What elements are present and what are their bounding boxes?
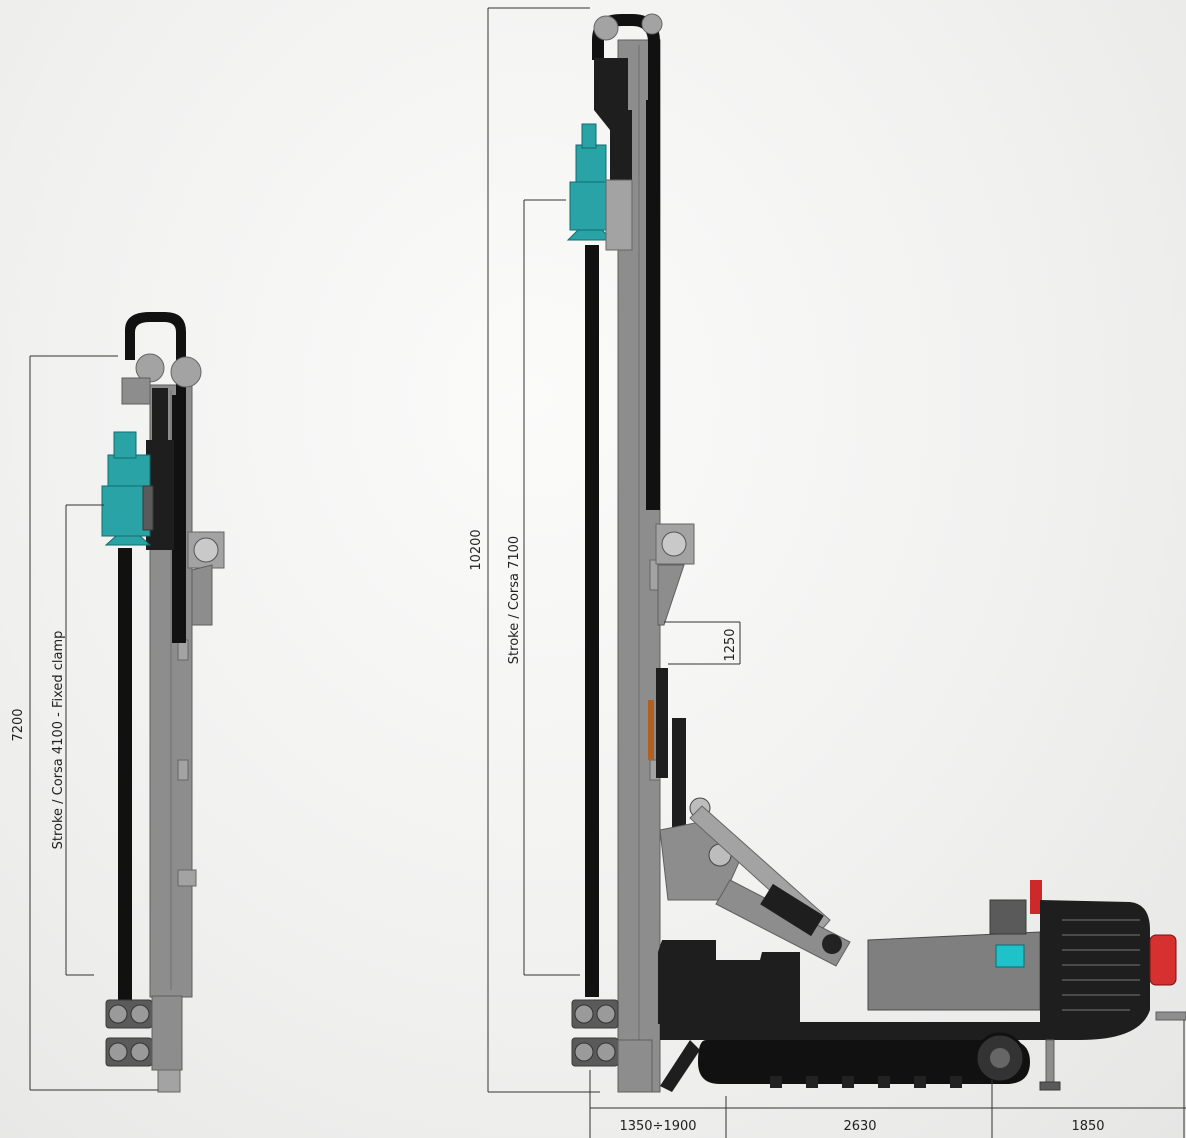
left-drill-rod (118, 548, 132, 1000)
right-cylinder-lower (672, 718, 686, 838)
left-clamps (105, 995, 183, 1093)
right-engine-hood (867, 931, 1041, 1011)
right-tank (658, 940, 800, 1024)
right-tail-light (1149, 934, 1177, 986)
base-front-label: 1350÷1900 (619, 1119, 696, 1134)
base-rear-label: 1850 (1071, 1119, 1104, 1134)
right-rotary-head (566, 123, 614, 241)
right-drill-rod (585, 245, 599, 997)
right-feed-beam (646, 100, 660, 510)
base-dimensions (589, 1020, 1186, 1138)
right-rig-assembly (566, 13, 1186, 1093)
right-cylinder-upper (656, 668, 668, 778)
right-clamps (571, 999, 653, 1093)
right-control-panel (995, 944, 1025, 968)
base-track-label: 2630 (843, 1119, 876, 1134)
left-dimensions (29, 355, 158, 1091)
left-feed-beam (172, 395, 186, 643)
right-height-label: 10200 (469, 529, 484, 570)
right-dimensions (487, 7, 741, 1093)
right-crawler-track (698, 1040, 1030, 1084)
cylinder-length-label: 1250 (723, 628, 738, 661)
left-hose-loop (125, 312, 186, 398)
right-stroke-label: Stroke / Corsa 7100 (507, 536, 522, 664)
left-rotary-head (101, 431, 154, 546)
left-stroke-label: Stroke / Corsa 4100 - Fixed clamp (51, 631, 66, 850)
left-height-label: 7200 (11, 708, 26, 741)
left-mast-assembly (101, 312, 225, 1093)
